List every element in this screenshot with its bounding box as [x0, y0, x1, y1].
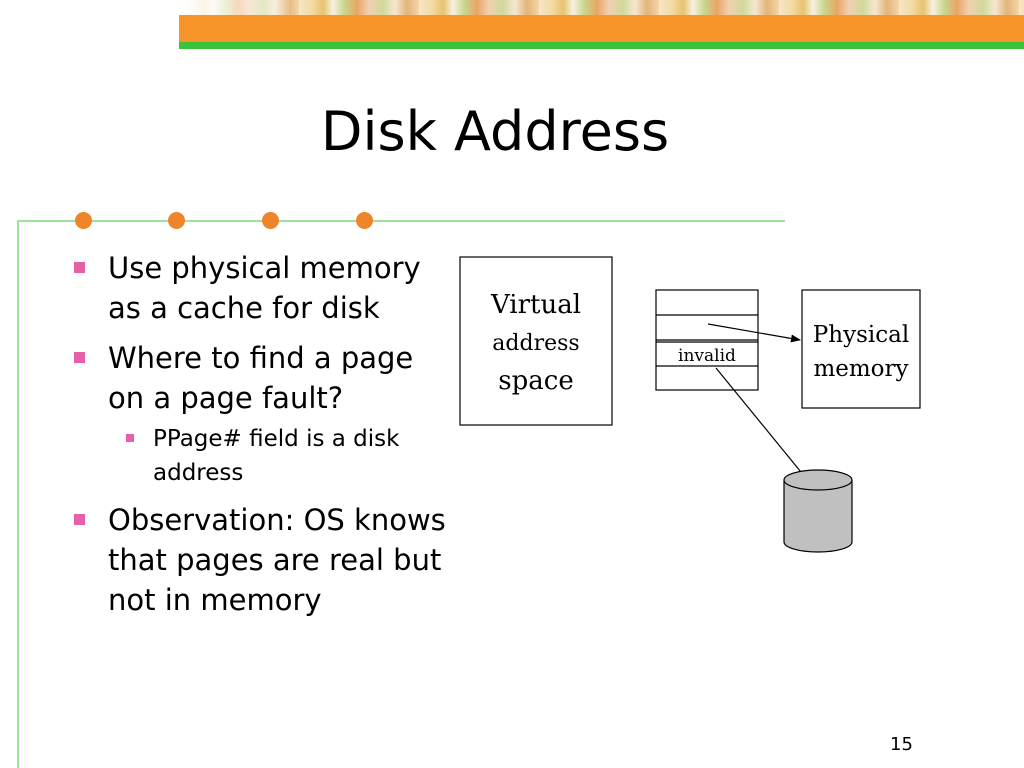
slide-title: Disk Address [320, 100, 670, 163]
bullet-text: Observation: OS knows that pages are rea… [108, 503, 446, 617]
virtual-address-space-box [459, 256, 613, 426]
arrow-to-disk [715, 367, 815, 489]
physical-label: Physical [813, 322, 909, 348]
divider-dot-3 [262, 212, 279, 229]
memory-label: memory [813, 356, 908, 382]
top-banner [179, 0, 1024, 50]
arrow-to-physical-memory [707, 323, 801, 343]
bullet-item: Use physical memory as a cache for disk [70, 248, 450, 328]
space-label: space [498, 366, 573, 396]
address-label: address [492, 331, 579, 356]
bullet-item: Observation: OS knows that pages are rea… [70, 500, 450, 620]
bullet-item: Where to find a page on a page fault? [70, 338, 450, 418]
bullet-square-icon [74, 352, 85, 363]
invalid-entry-label: invalid [678, 346, 736, 366]
disk-icon [783, 469, 853, 553]
bullet-square-icon [74, 262, 85, 273]
sub-bullet-item: PPage# field is a disk address [70, 422, 450, 490]
bullet-square-icon [74, 514, 85, 525]
physical-memory-box [801, 289, 921, 409]
bullet-text: Where to find a page on a page fault? [108, 341, 414, 415]
divider-dot-4 [356, 212, 373, 229]
bullet-text: Use physical memory as a cache for disk [108, 251, 421, 325]
banner-orange-band [179, 15, 1024, 42]
page-table: invalid [655, 289, 759, 391]
divider-dot-2 [168, 212, 185, 229]
sub-bullet-text: PPage# field is a disk address [153, 426, 400, 486]
banner-green-band [179, 42, 1024, 49]
title-divider-line [17, 220, 785, 222]
left-divider-line [17, 220, 19, 768]
virtual-label: Virtual [490, 290, 581, 320]
bullet-list: Use physical memory as a cache for disk … [70, 248, 450, 630]
divider-dot-1 [75, 212, 92, 229]
page-number: 15 [890, 734, 913, 755]
sub-bullet-square-icon [126, 434, 134, 442]
